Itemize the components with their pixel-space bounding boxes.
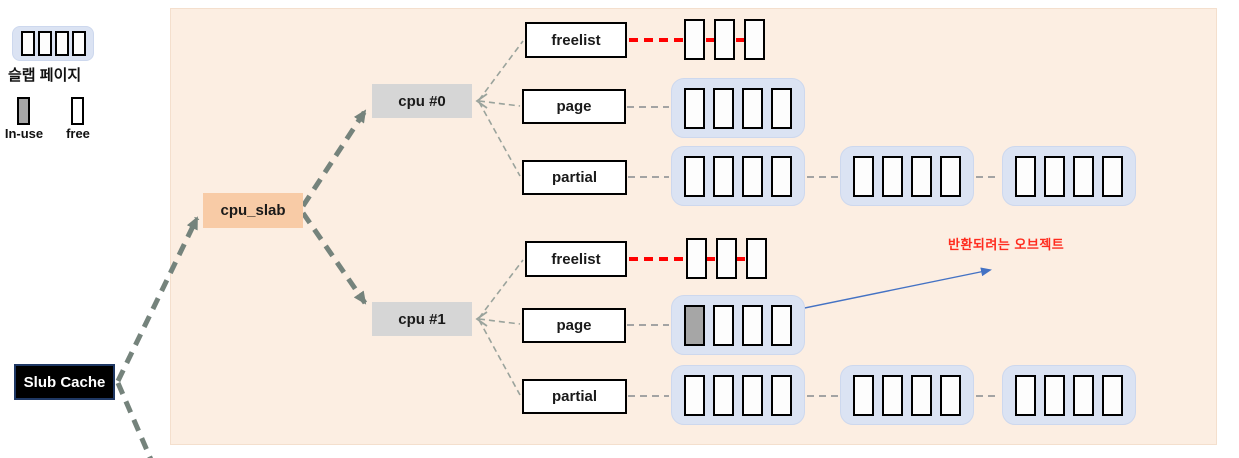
object-cell-free xyxy=(1102,374,1123,416)
object-cell-free xyxy=(771,374,792,416)
cpu0-page-slab xyxy=(671,78,805,138)
cpu0-partial-slab-3 xyxy=(1002,146,1136,206)
object-cell-free xyxy=(1073,374,1094,416)
node-slub-cache: Slub Cache xyxy=(14,364,115,400)
legend-inuse-swatch xyxy=(17,97,30,125)
object-cell-free xyxy=(882,374,903,416)
object-cell-free xyxy=(746,238,767,279)
object-cell-free xyxy=(684,19,705,60)
returning-object-label: 반환되려는 오브젝트 xyxy=(948,237,1065,252)
object-cell-free xyxy=(1073,155,1094,197)
object-cell-free xyxy=(1044,374,1065,416)
edge-slubcache-down xyxy=(115,382,154,458)
cpu1-partial-slab-1 xyxy=(671,365,805,425)
object-cell-free xyxy=(713,304,734,346)
object-cell-free xyxy=(853,374,874,416)
object-cell-free xyxy=(54,31,69,56)
object-cell-free xyxy=(911,155,932,197)
cpu0-freelist-box: freelist xyxy=(525,22,627,58)
node-cpu-slab: cpu_slab xyxy=(203,193,303,228)
cpu1-partial-slab-3 xyxy=(1002,365,1136,425)
legend-free-swatch xyxy=(71,97,84,125)
object-cell-free xyxy=(742,374,763,416)
object-cell-free xyxy=(684,155,705,197)
legend-slab-page xyxy=(12,26,94,61)
object-cell-free xyxy=(71,31,86,56)
object-cell-free xyxy=(686,238,707,279)
object-cell-free xyxy=(853,155,874,197)
cpu1-partial-box: partial xyxy=(522,379,627,414)
object-cell-free xyxy=(716,238,737,279)
object-cell-free xyxy=(940,374,961,416)
object-cell-free xyxy=(20,31,35,56)
cpu0-page-box: page xyxy=(522,89,626,124)
object-cell-free xyxy=(742,155,763,197)
object-cell-free xyxy=(911,374,932,416)
object-cell-free xyxy=(742,304,763,346)
object-cell-free xyxy=(684,374,705,416)
object-cell-free xyxy=(37,31,52,56)
node-cpu0: cpu #0 xyxy=(372,84,472,118)
cpu0-partial-slab-2 xyxy=(840,146,974,206)
object-cell-free xyxy=(714,19,735,60)
cpu1-partial-slab-2 xyxy=(840,365,974,425)
object-cell-free xyxy=(1015,374,1036,416)
legend-slab-page-label: 슬랩 페이지 xyxy=(8,67,82,84)
object-cell-free xyxy=(771,304,792,346)
cpu0-freelist-objects xyxy=(684,19,765,60)
object-cell-free xyxy=(684,87,705,129)
object-cell-free xyxy=(1102,155,1123,197)
object-cell-free xyxy=(713,87,734,129)
object-cell-free xyxy=(1015,155,1036,197)
object-cell-free xyxy=(713,374,734,416)
cpu0-partial-box: partial xyxy=(522,160,627,195)
cpu1-page-slab xyxy=(671,295,805,355)
node-cpu1: cpu #1 xyxy=(372,302,472,336)
object-cell-free xyxy=(713,155,734,197)
object-cell-free xyxy=(744,19,765,60)
cpu0-partial-slab-1 xyxy=(671,146,805,206)
cpu1-page-box: page xyxy=(522,308,626,343)
object-cell-free xyxy=(940,155,961,197)
cpu1-freelist-box: freelist xyxy=(525,241,627,277)
object-cell-free xyxy=(771,87,792,129)
legend-free-label: free xyxy=(66,126,90,141)
object-cell-free xyxy=(882,155,903,197)
cpu1-freelist-objects xyxy=(686,238,767,279)
object-cell-free xyxy=(1044,155,1065,197)
object-cell-free xyxy=(771,155,792,197)
object-cell-in-use xyxy=(684,304,705,346)
legend-inuse-label: In-use xyxy=(4,126,44,141)
object-cell-free xyxy=(742,87,763,129)
